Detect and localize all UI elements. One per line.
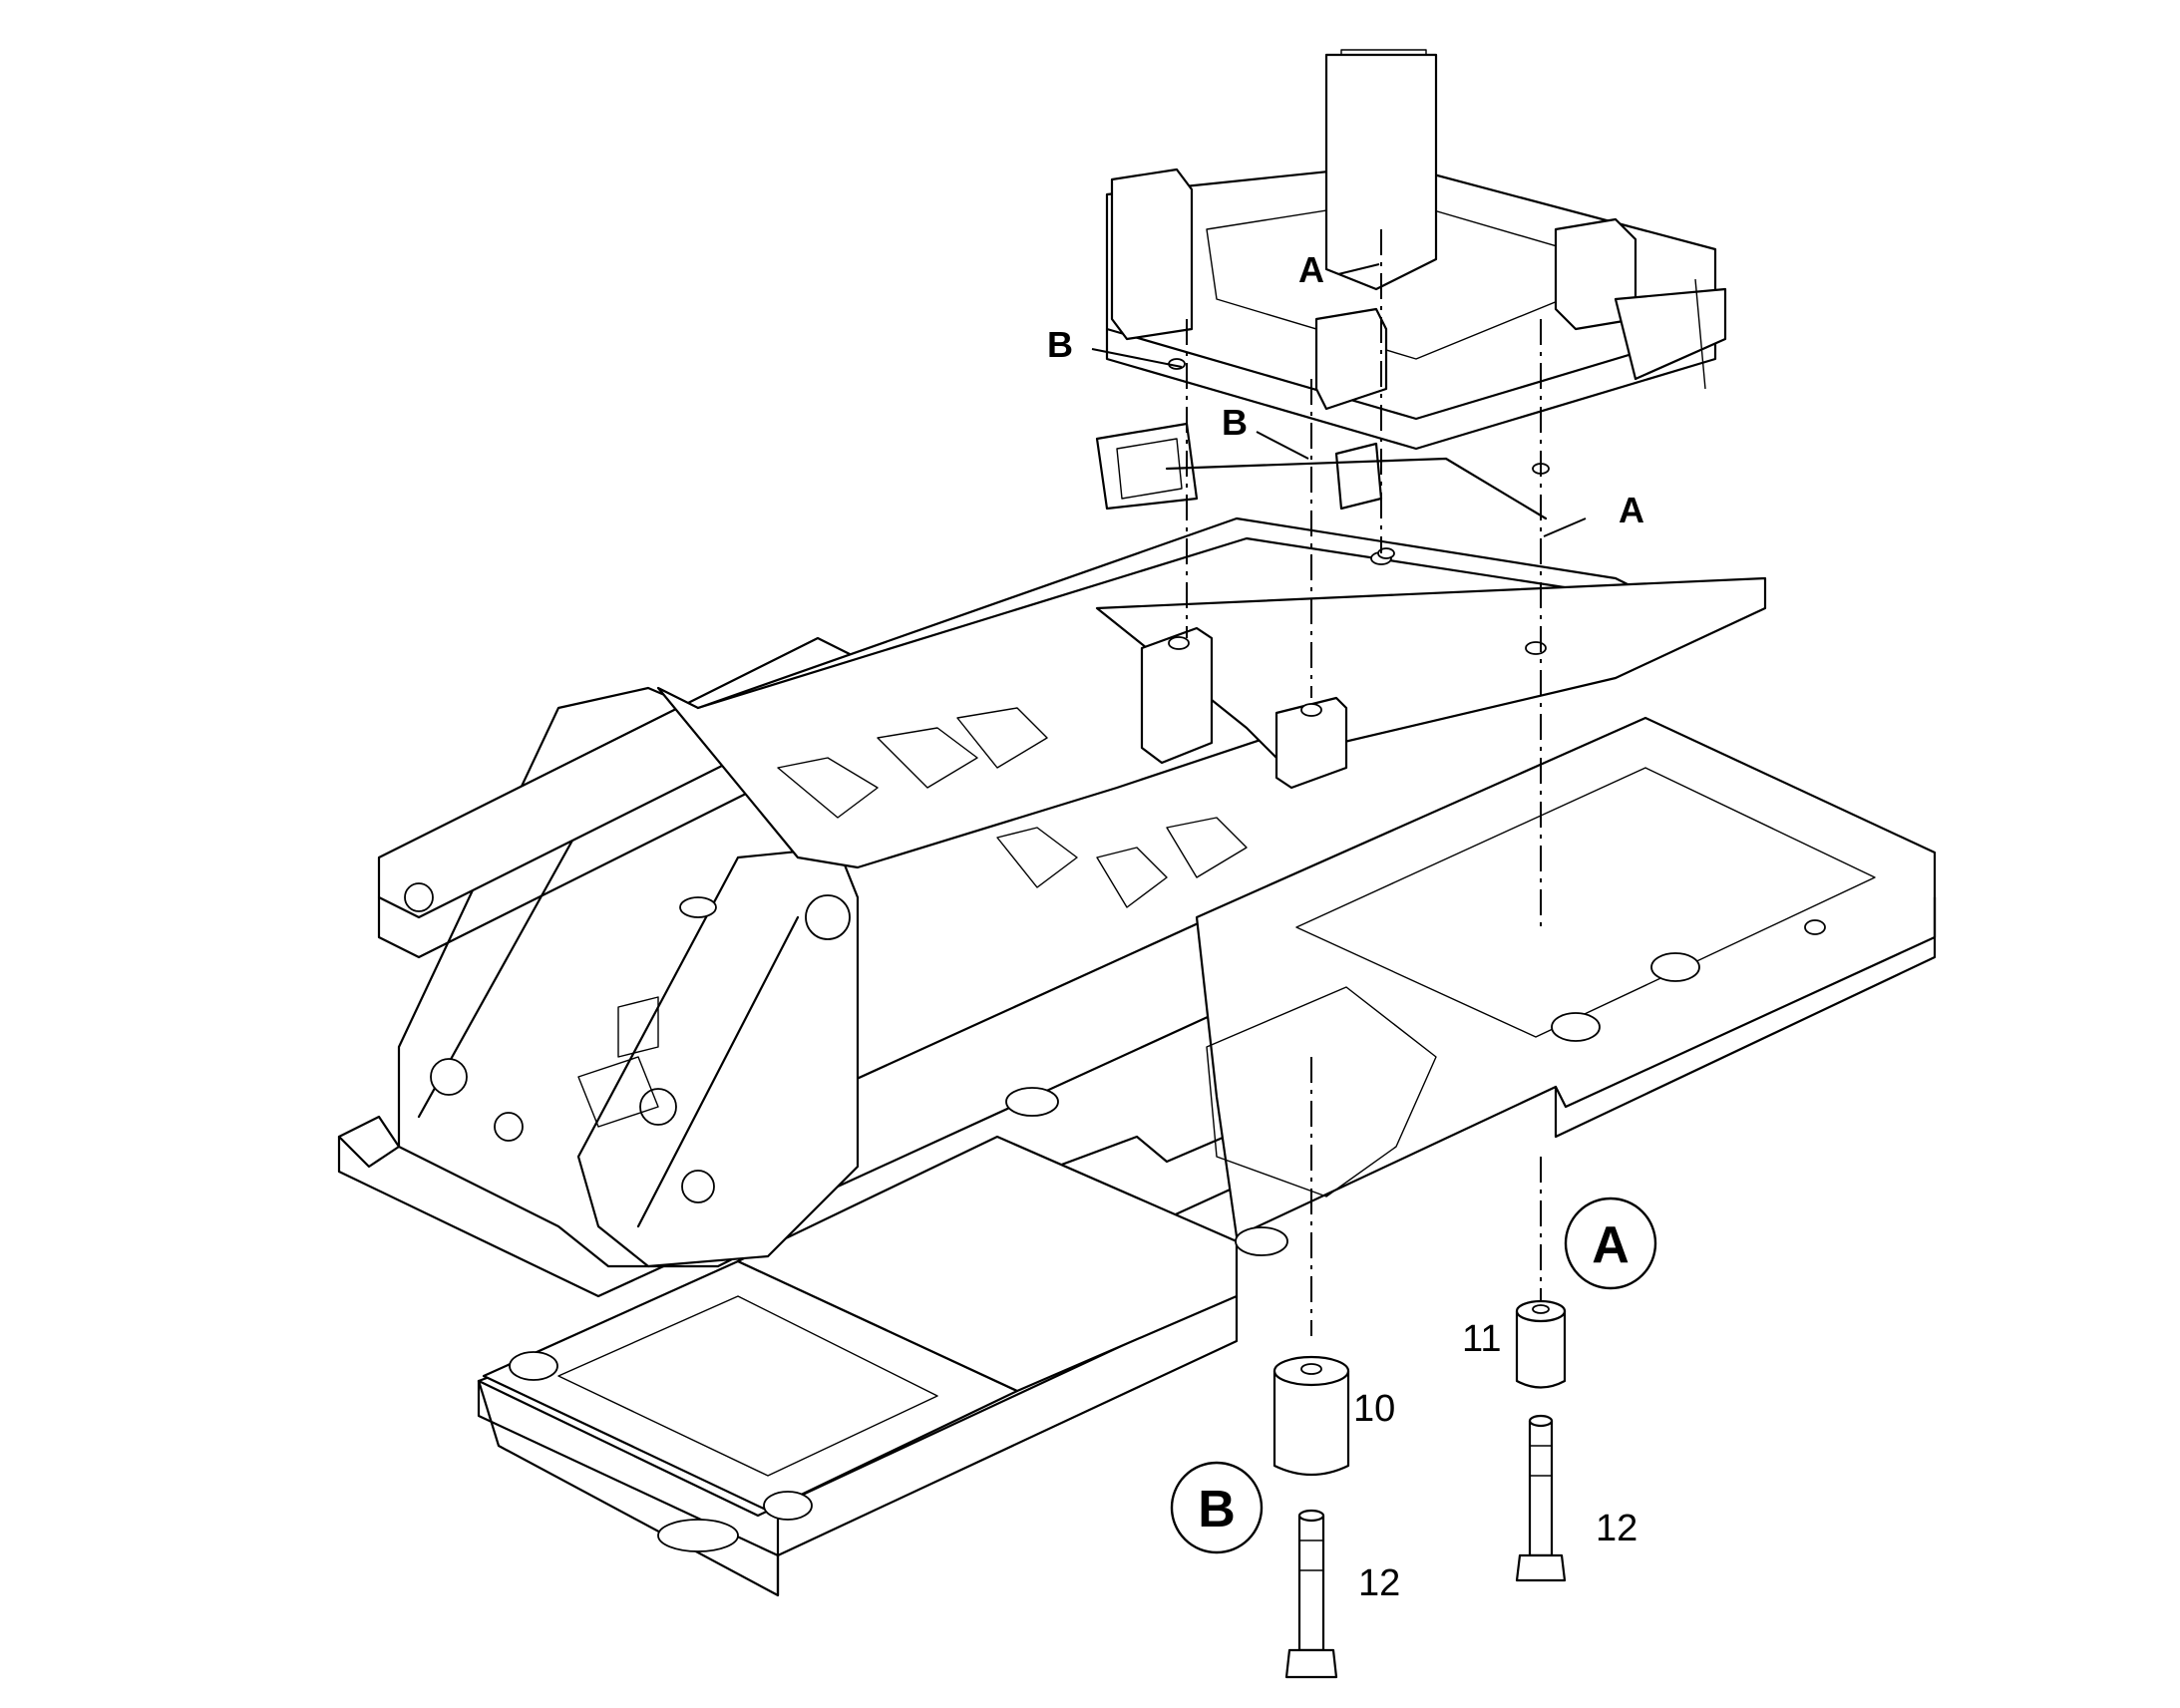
- spacer-10: [1272, 1355, 1350, 1476]
- part-number-12-b: 12: [1358, 1562, 1400, 1604]
- bolt-12-b: [1284, 1509, 1338, 1679]
- leader-lines: [1091, 263, 1587, 537]
- detail-label-b: B: [1198, 1481, 1236, 1538]
- cab-frame: [1095, 49, 1727, 559]
- detail-label-a: A: [1592, 1216, 1630, 1274]
- part-number-12-a: 12: [1596, 1508, 1637, 1549]
- detail-marker-a: A: [1564, 1196, 1657, 1290]
- callout-b-mid: B: [1222, 402, 1248, 443]
- part-number-10: 10: [1353, 1388, 1395, 1430]
- main-frame: [337, 516, 1937, 1597]
- callout-a-right: A: [1619, 490, 1644, 530]
- part-number-11: 11: [1462, 1318, 1501, 1360]
- detail-marker-b: B: [1170, 1461, 1264, 1554]
- alignment-centerlines: [1186, 229, 1542, 1336]
- bolt-12-a: [1515, 1414, 1567, 1582]
- callout-a-top: A: [1298, 249, 1324, 290]
- callout-b-left: B: [1047, 324, 1073, 365]
- spacer-11: [1515, 1299, 1567, 1389]
